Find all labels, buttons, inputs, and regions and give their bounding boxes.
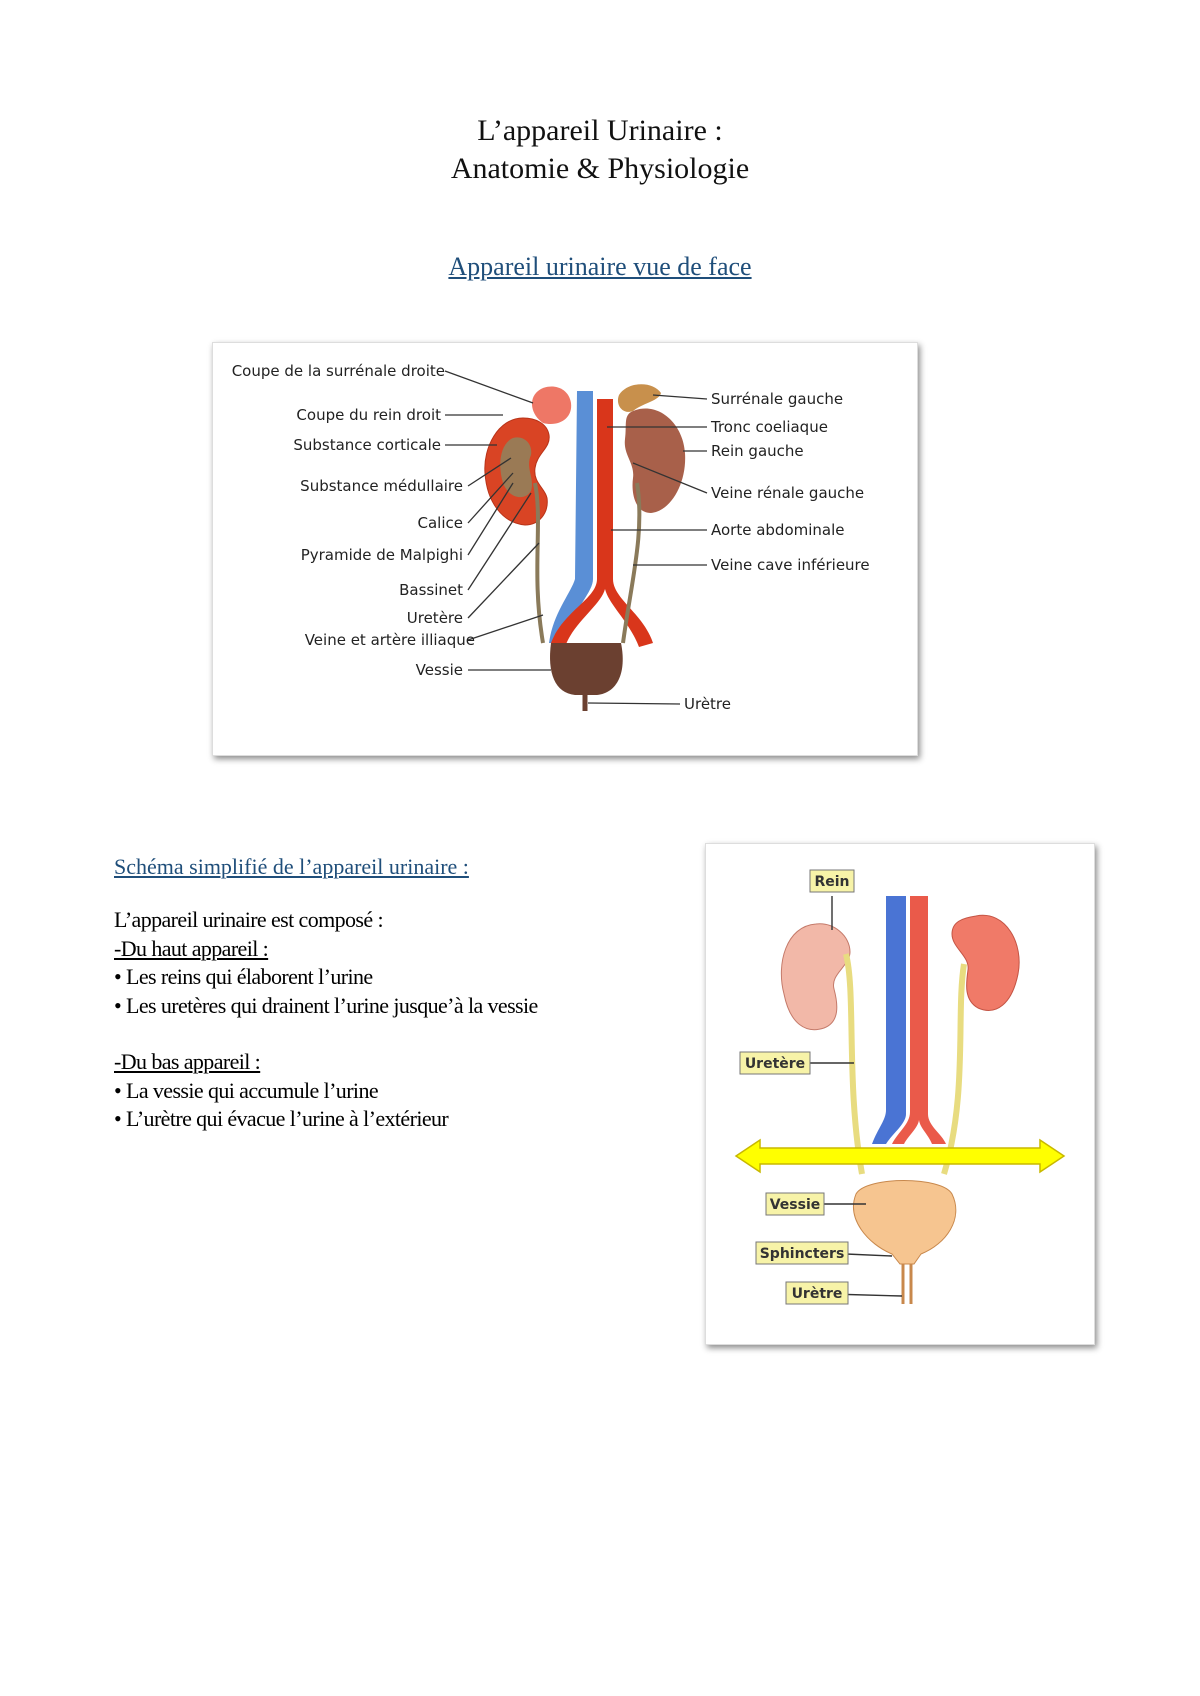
separator-arrow-icon xyxy=(734,1138,1066,1174)
label-calice: Calice xyxy=(418,514,463,532)
label-tronc-coeliaque: Tronc coeliaque xyxy=(710,418,828,436)
label-pyramide: Pyramide de Malpighi xyxy=(301,546,463,564)
left-kidney-shape xyxy=(624,408,686,513)
bladder-shape-2 xyxy=(853,1180,957,1265)
label-substance-medullaire: Substance médullaire xyxy=(300,477,463,495)
right-adrenal-shape xyxy=(531,386,572,425)
label-veine-cave: Veine cave inférieure xyxy=(711,556,870,574)
label-uretere-2: Uretère xyxy=(745,1056,805,1072)
aorta-shape xyxy=(551,399,653,647)
right-ureter-shape xyxy=(533,482,545,644)
title-line-1: L’appareil Urinaire : xyxy=(477,114,723,147)
label-surrenale-gauche: Surrénale gauche xyxy=(711,390,843,408)
intro-line: L’appareil urinaire est composé : xyxy=(114,907,384,932)
title-line-2: Anatomie & Physiologie xyxy=(450,152,750,185)
urethra-shape-2 xyxy=(901,1264,913,1304)
medulla-shape xyxy=(500,437,532,498)
label-rein-gauche: Rein gauche xyxy=(711,442,804,460)
left-kidney-shape-2 xyxy=(780,923,851,1031)
front-view-figure: Coupe de la surrénale droite Coupe du re… xyxy=(212,342,918,756)
label-vessie: Vessie xyxy=(416,661,463,679)
aorta-shape-2 xyxy=(892,896,946,1144)
label-uretre: Urètre xyxy=(684,695,731,713)
label-rein: Rein xyxy=(814,874,849,890)
label-coupe-rein: Coupe du rein droit xyxy=(296,406,441,424)
left-adrenal-shape xyxy=(617,384,661,412)
label-coupe-surrenale: Coupe de la surrénale droite xyxy=(232,362,445,380)
label-veine-artere: Veine et artère illiaque xyxy=(305,631,475,649)
vena-cava-shape xyxy=(549,391,593,643)
list-item: • Les uretères qui drainent l’urine jusq… xyxy=(114,992,538,1018)
label-aorte: Aorte abdominale xyxy=(711,521,845,539)
label-boxes: Rein Uretère Vessie Sphincters Urètre xyxy=(739,869,855,1305)
label-substance-corticale: Substance corticale xyxy=(293,436,441,454)
right-kidney-shape-2 xyxy=(951,914,1020,1011)
right-labels: Surrénale gauche Tronc coeliaque Rein ga… xyxy=(684,390,870,713)
label-sphincters: Sphincters xyxy=(760,1246,845,1262)
bladder-shape xyxy=(550,643,623,695)
list-item: • Les reins qui élaborent l’urine xyxy=(114,964,373,989)
left-labels: Coupe de la surrénale droite Coupe du re… xyxy=(232,362,475,679)
list-item: • L’urètre qui évacue l’urine à l’extéri… xyxy=(114,1106,449,1131)
vena-cava-shape-2 xyxy=(872,896,906,1144)
label-bassinet: Bassinet xyxy=(399,581,463,599)
simplified-figure: Rein Uretère Vessie Sphincters Urètre xyxy=(705,843,1095,1345)
list-item: • La vessie qui accumule l’urine xyxy=(114,1077,379,1103)
right-ureter-shape-2 xyxy=(941,963,967,1175)
figure-1-heading: Appareil urinaire vue de face xyxy=(448,252,752,281)
body-text: L’appareil urinaire est composé : -Du ha… xyxy=(114,906,674,1134)
left-ureter-shape xyxy=(621,482,642,644)
label-veine-renale: Veine rénale gauche xyxy=(711,484,864,502)
section-heading: Schéma simplifié de l’appareil urinaire … xyxy=(114,854,469,879)
left-ureter-shape-2 xyxy=(843,953,865,1175)
label-uretere: Uretère xyxy=(407,609,463,627)
haut-heading: -Du haut appareil : xyxy=(114,935,269,961)
leader-lines xyxy=(444,370,708,705)
label-uretre-2: Urètre xyxy=(792,1286,843,1302)
bas-heading: -Du bas appareil : xyxy=(114,1049,261,1074)
label-vessie-2: Vessie xyxy=(770,1197,821,1213)
page-title: L’appareil Urinaire : Anatomie & Physiol… xyxy=(0,112,1200,188)
